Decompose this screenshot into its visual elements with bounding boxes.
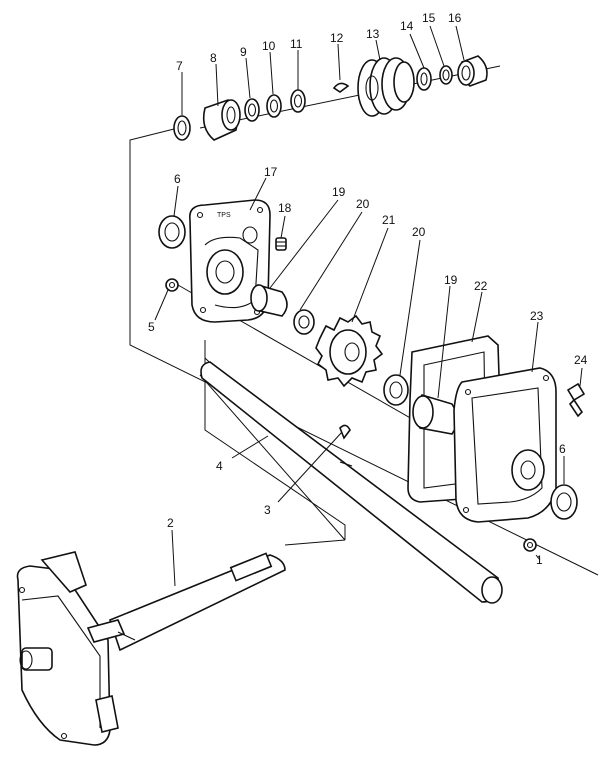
key-3 — [339, 424, 353, 467]
washer-9 — [244, 98, 260, 122]
callout-24: 24 — [574, 353, 588, 367]
washer-10 — [266, 94, 282, 118]
snap-ring-15 — [439, 65, 453, 85]
callout-19-right: 19 — [444, 273, 458, 287]
callout-1: 1 — [536, 553, 543, 567]
screw-5 — [165, 278, 179, 292]
callout-8: 8 — [210, 51, 217, 65]
worm-13 — [357, 57, 415, 117]
callout-leaders — [154, 25, 583, 587]
washer-14 — [416, 67, 432, 91]
callout-9: 9 — [240, 45, 247, 59]
bearing-8 — [202, 99, 241, 141]
washer-11 — [290, 89, 306, 113]
right-gear-case-23 — [453, 367, 557, 523]
gear-21 — [315, 314, 384, 388]
callout-11: 11 — [290, 37, 303, 51]
bushing-19-left — [250, 284, 288, 317]
screw-24 — [566, 382, 586, 418]
bearing-16 — [457, 55, 488, 87]
callout-labels: 1 2 3 4 5 6 6 7 8 9 10 11 12 13 14 15 16… — [148, 11, 588, 567]
callout-7: 7 — [176, 59, 183, 73]
callout-3: 3 — [264, 503, 271, 517]
callout-23: 23 — [530, 309, 544, 323]
callout-16: 16 — [448, 11, 462, 25]
key-12 — [332, 82, 350, 93]
callout-2: 2 — [167, 516, 174, 530]
callout-14: 14 — [400, 19, 414, 33]
seal-6-left — [158, 215, 186, 249]
callout-21: 21 — [382, 213, 396, 227]
bushing-19-right — [412, 394, 458, 435]
upper-shaft-parts — [173, 55, 488, 141]
impeller-assembly-2 — [16, 551, 286, 746]
callout-15: 15 — [422, 11, 436, 25]
snap-ring-7 — [173, 115, 191, 141]
callout-20-left: 20 — [356, 197, 370, 211]
callout-22: 22 — [474, 279, 488, 293]
callout-19-left: 19 — [332, 185, 346, 199]
shaft-4 — [200, 361, 503, 604]
callout-20-right: 20 — [412, 225, 426, 239]
callout-13: 13 — [366, 27, 380, 41]
washer-20-right — [383, 374, 409, 406]
callout-5: 5 — [148, 320, 155, 334]
callout-12: 12 — [330, 31, 344, 45]
seal-6-right — [550, 484, 578, 520]
screw-1 — [523, 538, 537, 552]
housing-marking: TPS — [217, 212, 231, 219]
callout-6-right: 6 — [559, 442, 566, 456]
plug-18 — [275, 237, 287, 251]
callout-18: 18 — [278, 201, 292, 215]
callout-17: 17 — [264, 165, 278, 179]
callout-10: 10 — [262, 39, 276, 53]
callout-6-left: 6 — [174, 172, 181, 186]
washer-20-left — [293, 309, 315, 335]
callout-4: 4 — [216, 459, 223, 473]
